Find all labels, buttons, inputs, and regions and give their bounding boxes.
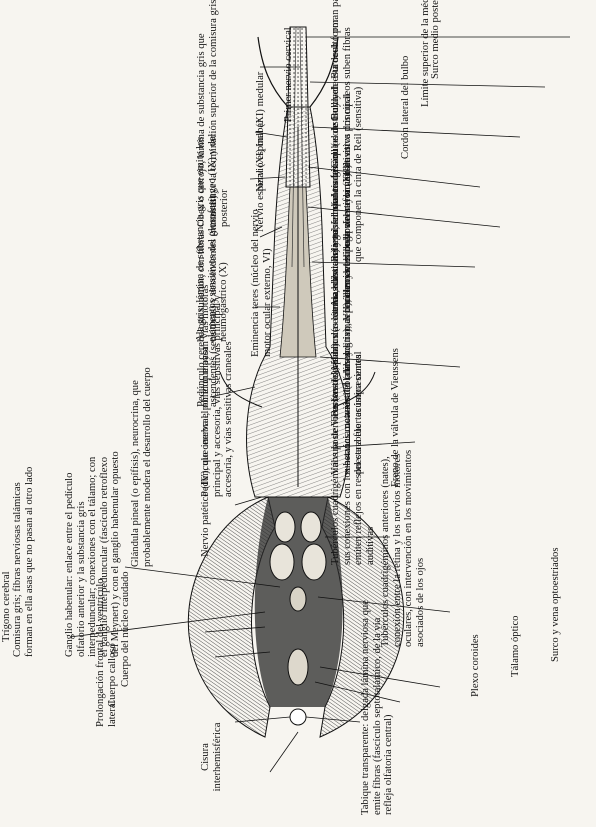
label-nervio-espinal-medular: Nervio espinal (XI) medular xyxy=(255,52,267,192)
label-talamo-optico: Tálamo óptico xyxy=(510,597,522,677)
label-cisura-interhemisferica: Cisura interhemisférica xyxy=(200,712,223,802)
label-comisura-gris: Comisura gris; fibras nerviosas talámica… xyxy=(12,457,35,657)
label-glandula-pineal: Glándula pineal (o epífisis), neurocrina… xyxy=(130,357,153,567)
label-ganglio-habenular: Ganglio habenular: enlace entre el pedíc… xyxy=(64,447,122,657)
label-surco-vena-optoestriados: Surco y vena optoestriados xyxy=(550,472,562,662)
label-obex: Obex o cerrojo, lámina de substancia gri… xyxy=(196,0,231,227)
label-freno-valvula: Freno de la válvula de Vieussens xyxy=(390,317,402,487)
label-primer-nervio-cervical: Primer nervio cervical xyxy=(283,2,295,122)
label-cordon-lateral: Cordón lateral del bulbo xyxy=(400,0,412,159)
label-tuberculos-anteriores: Tubérculos cuadrigéminos anteriores (nat… xyxy=(380,437,426,647)
label-fasciculos-goll-burdach: Los fascículos de Goll y de Burdach form… xyxy=(330,0,353,197)
label-surco-medio-posterior: Surco medio posterior de la médula xyxy=(430,0,442,79)
label-trigono-cerebral: Trígono cerebral xyxy=(1,522,13,642)
label-plexo-coroides: Plexo coroides xyxy=(470,587,482,697)
